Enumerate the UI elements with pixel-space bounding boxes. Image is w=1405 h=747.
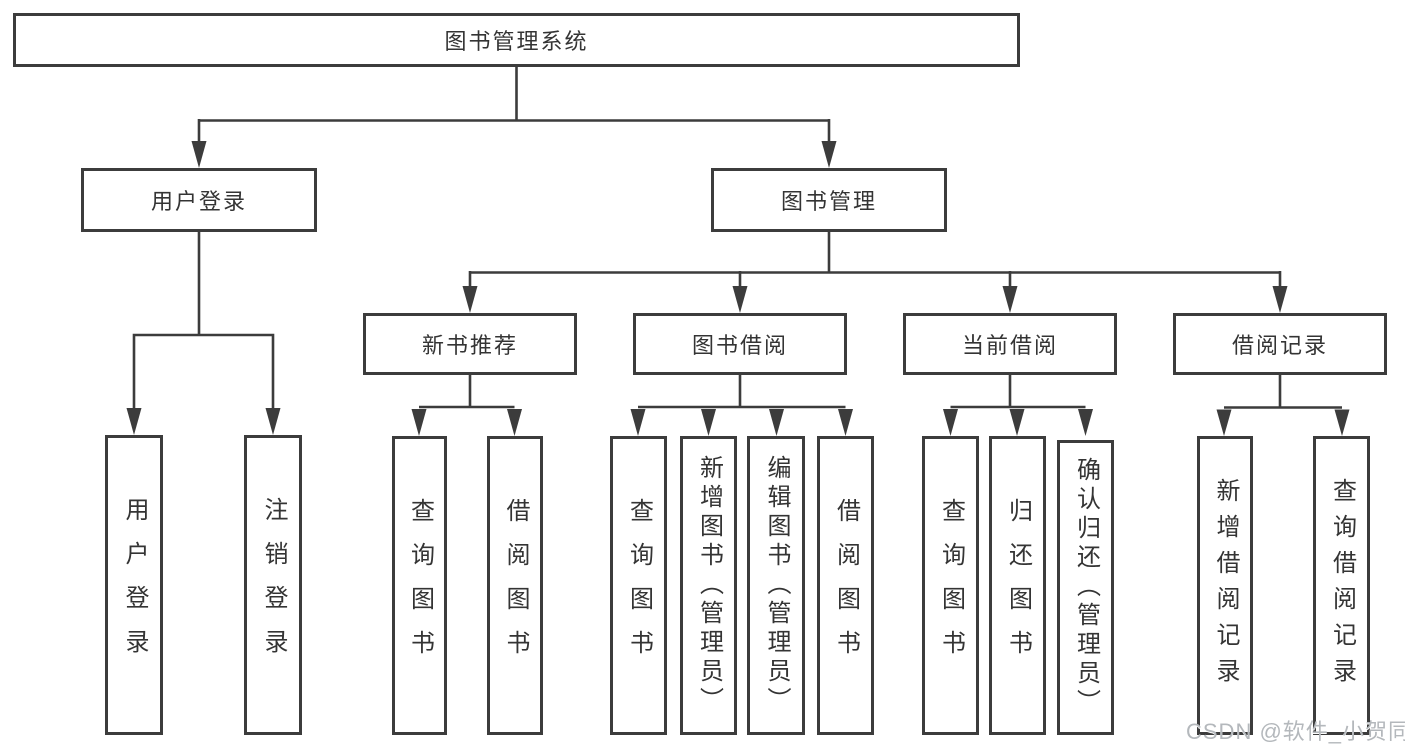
node-user-login-label: 用户登录: [150, 189, 247, 214]
leaf-borrow-borrow-books: 借阅图书: [817, 436, 874, 735]
leaf-current-query-books: 查询图书: [922, 436, 979, 735]
node-book-management: 图书管理: [711, 168, 947, 232]
leaf-current-return-books: 归还图书: [989, 436, 1046, 735]
leaf-recommend-borrow-books: 借阅图书: [487, 436, 543, 735]
leaf-current-confirm-return-admin-label: 确认归还（管理员）: [1072, 457, 1100, 718]
node-book-borrowing: 图书借阅: [633, 313, 847, 375]
leaf-logout: 注销登录: [244, 435, 302, 735]
leaf-borrow-edit-books-admin-label: 编辑图书（管理员）: [763, 455, 790, 716]
leaf-borrow-edit-books-admin: 编辑图书（管理员）: [747, 436, 805, 735]
leaf-borrow-query-books: 查询图书: [610, 436, 667, 735]
leaf-borrow-borrow-books-label: 借阅图书: [832, 497, 860, 674]
node-system-root-label: 图书管理系统: [444, 29, 589, 54]
csdn-watermark: CSDN @软件_小贺同学: [1186, 719, 1405, 744]
leaf-borrow-query-books-label: 查询图书: [625, 497, 653, 674]
node-borrowing-records: 借阅记录: [1173, 313, 1387, 375]
node-new-book-recommend-label: 新书推荐: [421, 333, 518, 358]
leaf-records-add-record: 新增借阅记录: [1197, 436, 1253, 735]
leaf-user-login: 用户登录: [105, 435, 163, 735]
node-book-management-label: 图书管理: [780, 189, 877, 214]
leaf-records-add-record-label: 新增借阅记录: [1212, 477, 1239, 694]
node-book-borrowing-label: 图书借阅: [691, 333, 788, 358]
node-current-borrowing-label: 当前借阅: [961, 333, 1058, 358]
leaf-recommend-query-books-label: 查询图书: [406, 497, 434, 674]
node-system-root: 图书管理系统: [13, 13, 1020, 67]
leaf-recommend-query-books: 查询图书: [392, 436, 447, 735]
leaf-records-query-record-label: 查询借阅记录: [1328, 477, 1356, 694]
node-user-login: 用户登录: [81, 168, 317, 232]
leaf-records-query-record: 查询借阅记录: [1313, 436, 1370, 735]
node-new-book-recommend: 新书推荐: [363, 313, 577, 375]
leaf-current-confirm-return-admin: 确认归还（管理员）: [1057, 440, 1114, 735]
leaf-logout-label: 注销登录: [260, 497, 287, 673]
node-borrowing-records-label: 借阅记录: [1231, 333, 1328, 358]
leaf-recommend-borrow-books-label: 借阅图书: [502, 497, 529, 674]
leaf-borrow-add-books-admin: 新增图书（管理员）: [680, 436, 737, 735]
leaf-current-query-books-label: 查询图书: [937, 497, 965, 674]
leaf-borrow-add-books-admin-label: 新增图书（管理员）: [695, 455, 723, 716]
leaf-user-login-label: 用户登录: [121, 497, 148, 673]
leaf-current-return-books-label: 归还图书: [1004, 497, 1032, 674]
node-current-borrowing: 当前借阅: [903, 313, 1117, 375]
